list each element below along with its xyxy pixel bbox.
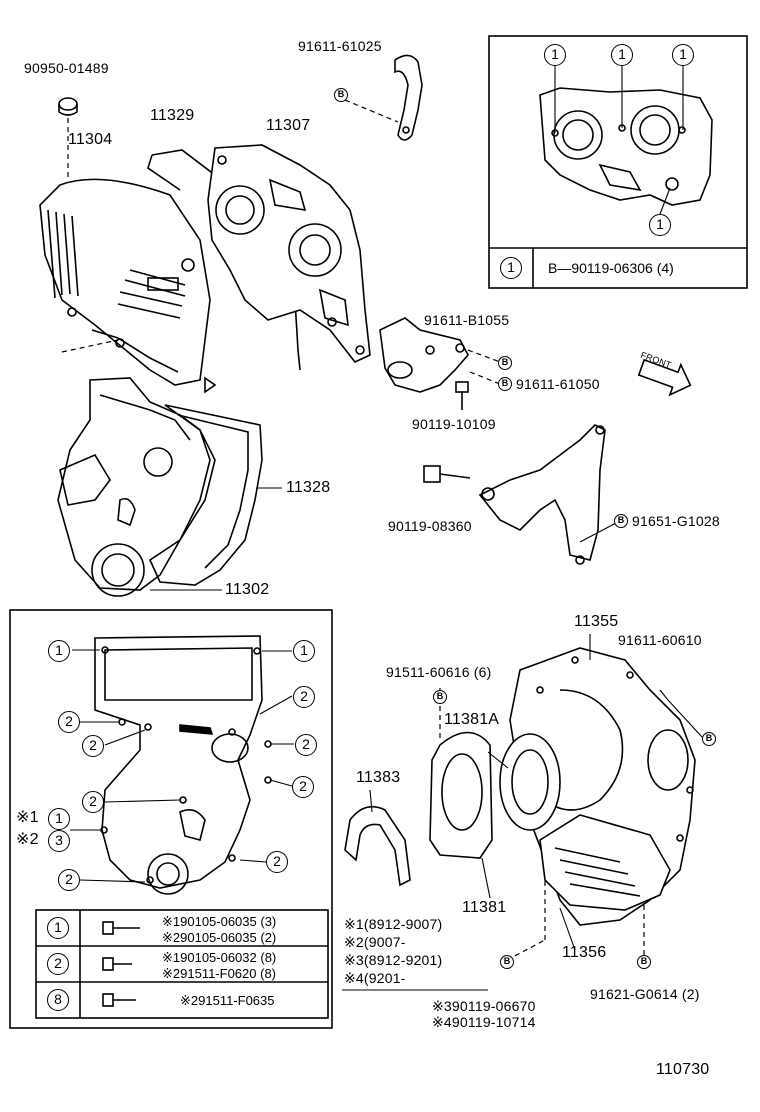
label-90950-01489: 90950-01489	[24, 60, 109, 76]
inset-plate	[539, 87, 713, 206]
detail-table	[35, 909, 329, 1019]
label-91611-B1055: 91611-B1055	[424, 312, 510, 328]
table-cell: ※290105-06035 (2)	[162, 930, 277, 945]
b-mark-icon: B	[498, 356, 512, 370]
note-5: ※390119-06670	[432, 998, 536, 1014]
b-mark-icon: B	[637, 955, 651, 969]
callout-2: 2	[82, 735, 104, 757]
diagram-number: 110730	[656, 1061, 710, 1078]
b-mark-icon: B	[433, 690, 447, 704]
table-cell: ※190105-06035 (3)	[162, 914, 277, 929]
label-11356: 11356	[562, 944, 607, 961]
bolt-icons	[102, 921, 140, 1007]
timing-belt-cover-11304	[39, 178, 217, 394]
label-90119-10109: 90119-10109	[412, 416, 496, 432]
label-11383: 11383	[356, 769, 401, 786]
note-mark-1: ※1	[16, 809, 39, 826]
callout-2: 2	[266, 851, 288, 873]
cover-plate-11307	[207, 144, 371, 363]
table-cell: ※190105-06032 (8)	[162, 950, 277, 965]
gasket-11328	[148, 404, 263, 586]
bolt-90119-08360	[423, 465, 471, 483]
label-11328: 11328	[286, 479, 331, 496]
detail-cover	[94, 635, 272, 895]
table-key-2: 2	[47, 953, 69, 975]
callout-1: 1	[48, 640, 70, 662]
label-11355: 11355	[574, 613, 619, 630]
oil-seal-11381A	[499, 733, 561, 831]
b-mark-icon: B	[500, 955, 514, 969]
callout-2: 2	[293, 686, 315, 708]
b-mark-icon: B	[498, 377, 512, 391]
note-3: ※3(8912-9201)	[344, 952, 443, 968]
label-91511-60616: 91511-60616 (6)	[386, 664, 492, 680]
callout-2: 2	[58, 711, 80, 733]
bolt-90119-10109	[455, 381, 469, 410]
table-cell: ※291511-F0635	[180, 993, 275, 1008]
label-11329: 11329	[150, 107, 195, 124]
label-91611-61025: 91611-61025	[298, 38, 382, 54]
label-11381A: 11381A	[444, 711, 500, 728]
note-4: ※4(9201-	[344, 970, 406, 986]
b-mark-icon: B	[614, 514, 628, 528]
inset-box	[488, 35, 748, 289]
callout-1: 1	[672, 44, 694, 66]
label-91621-G0614: 91621-G0614 (2)	[590, 986, 700, 1002]
inset-spec: B—90119-06306 (4)	[548, 260, 674, 276]
bracket-91651	[478, 424, 606, 565]
gasket-11383	[344, 805, 411, 887]
callout-1: 1	[649, 214, 671, 236]
detail-box	[9, 609, 333, 1029]
b-mark-icon: B	[334, 88, 348, 102]
note-1: ※1(8912-9007)	[344, 916, 443, 932]
front-arrow-icon	[637, 358, 692, 397]
bracket-upper	[379, 317, 469, 393]
callout-2: 2	[58, 869, 80, 891]
seal-retainer-11381	[429, 731, 493, 859]
callout-1: 1	[544, 44, 566, 66]
callout-1: 1	[293, 640, 315, 662]
inset-key-callout: 1	[500, 257, 522, 279]
label-91651-G1028: 91651-G1028	[632, 513, 720, 529]
label-91611-60610: 91611-60610	[618, 632, 702, 648]
note-mark-2: ※2	[16, 831, 39, 848]
table-key-1: 1	[47, 917, 69, 939]
lower-cover-11302	[57, 377, 211, 597]
label-91611-61050: 91611-61050	[516, 376, 600, 392]
callout-2: 2	[292, 776, 314, 798]
callout-2: 2	[82, 791, 104, 813]
plug-90950	[58, 97, 78, 116]
callout-1: 1	[611, 44, 633, 66]
callout-3: 3	[48, 830, 70, 852]
cover-11356	[539, 814, 671, 911]
label-11381: 11381	[462, 899, 507, 916]
label-11307: 11307	[266, 117, 311, 134]
b-mark-icon: B	[702, 732, 716, 746]
hook-91611-61025	[394, 54, 423, 141]
table-cell: ※291511-F0620 (8)	[162, 966, 276, 981]
label-11304: 11304	[68, 131, 113, 148]
note-2: ※2(9007-	[344, 934, 406, 950]
table-key-8: 8	[47, 989, 69, 1011]
note-6: ※490119-10714	[432, 1014, 536, 1030]
callout-2: 2	[295, 734, 317, 756]
label-90119-08360: 90119-08360	[388, 518, 472, 534]
label-11302: 11302	[225, 581, 270, 598]
callout-1: 1	[48, 808, 70, 830]
